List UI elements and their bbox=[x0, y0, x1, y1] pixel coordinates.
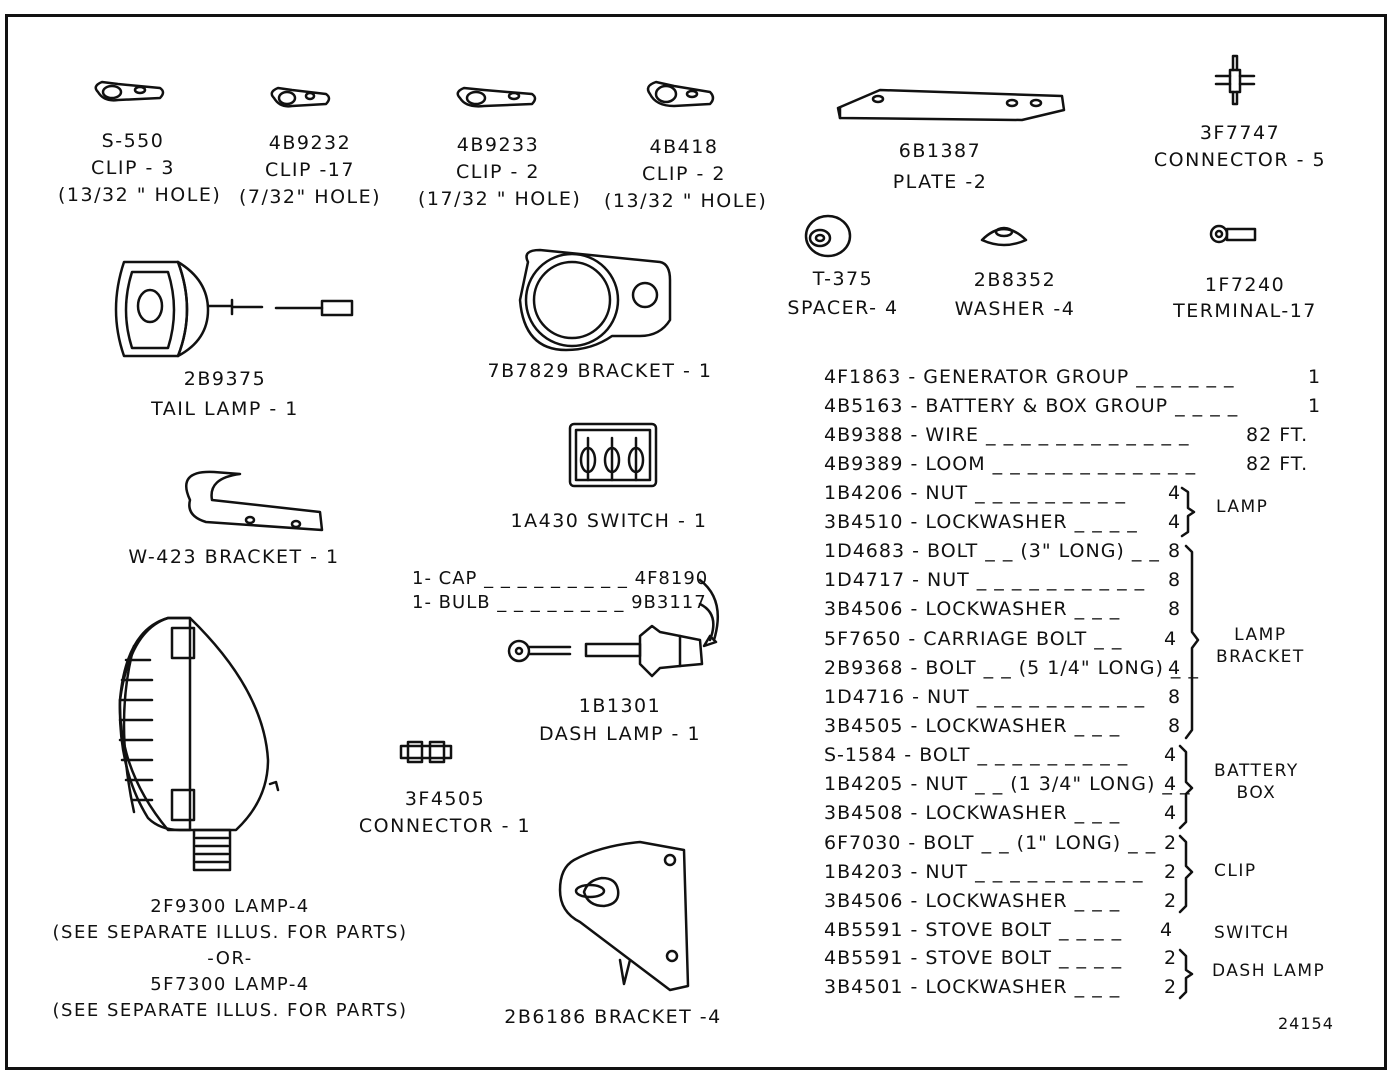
part-number: 6B1387 bbox=[898, 140, 982, 162]
caption-bracket-7b7829: 7B7829 BRACKET - 1 bbox=[470, 358, 730, 385]
caption-tail-lamp: 2B9375 TAIL LAMP - 1 bbox=[120, 364, 330, 424]
caption-headlamp: 2F9300 LAMP-4 (SEE SEPARATE ILLUS. FOR P… bbox=[40, 894, 420, 1024]
part-number: 2B8352 bbox=[973, 269, 1057, 291]
part-number: 1B1301 bbox=[578, 695, 662, 717]
caption-switch: 1A430 SWITCH - 1 bbox=[494, 508, 724, 535]
part-number: 3F7747 bbox=[1199, 122, 1281, 144]
part-name: CONNECTOR - 5 bbox=[1153, 149, 1327, 171]
part-name: TERMINAL-17 bbox=[1173, 300, 1317, 322]
terminal-drawing bbox=[1209, 224, 1257, 244]
part-name: CLIP -17 bbox=[265, 159, 355, 181]
group-label-clip: CLIP bbox=[1214, 861, 1257, 881]
part-number: 2B9375 bbox=[183, 368, 267, 390]
caption-connector-5: 3F7747 CONNECTOR - 5 bbox=[1140, 120, 1340, 174]
part-label: 1A430 SWITCH - 1 bbox=[510, 510, 708, 532]
part-name: SPACER- 4 bbox=[787, 297, 899, 319]
washer-drawing bbox=[980, 226, 1028, 247]
part-number: S-550 bbox=[101, 130, 165, 152]
part-label: 7B7829 BRACKET - 1 bbox=[487, 360, 713, 382]
caption-dash-lamp: 1B1301 DASH LAMP - 1 bbox=[520, 692, 720, 748]
spacer-drawing bbox=[804, 214, 852, 258]
part-name: CLIP - 3 bbox=[91, 157, 175, 179]
lamp-line-1: 2F9300 LAMP-4 bbox=[150, 896, 310, 917]
bracket-2b6186-drawing bbox=[558, 840, 690, 992]
lamp-line-2: (SEE SEPARATE ILLUS. FOR PARTS) bbox=[52, 922, 408, 943]
clip-4b418-drawing bbox=[646, 80, 715, 108]
group-label-lamp: LAMP bbox=[1216, 497, 1269, 517]
plate-drawing bbox=[836, 88, 1066, 122]
part-label: W-423 BRACKET - 1 bbox=[128, 546, 340, 568]
caption-4b418: 4B418 CLIP - 2 (13/32 " HOLE) bbox=[604, 134, 768, 215]
part-note: (13/32 " HOLE) bbox=[604, 190, 768, 212]
clip-4b9232-drawing bbox=[270, 86, 331, 108]
dash-lamp-drawing bbox=[507, 578, 720, 678]
group-label-battery-box: BATTERY BOX bbox=[1214, 761, 1299, 803]
diagram-border bbox=[5, 14, 1387, 1070]
lamp-line-3: -OR- bbox=[207, 948, 253, 969]
part-name: TAIL LAMP - 1 bbox=[151, 398, 299, 420]
bracket-7b7829-drawing bbox=[518, 248, 672, 352]
group-label-lamp-bracket: LAMP BRACKET bbox=[1216, 625, 1305, 667]
part-number: 4B9232 bbox=[268, 132, 352, 154]
part-name: CLIP - 2 bbox=[456, 161, 540, 183]
group-braces bbox=[1178, 486, 1200, 1000]
part-name: DASH LAMP - 1 bbox=[538, 723, 702, 745]
dash-lamp-bulb-label: 1- BULB _ _ _ _ _ _ _ _ 9B3117 bbox=[412, 592, 707, 613]
caption-terminal: 1F7240 TERMINAL-17 bbox=[1150, 272, 1340, 324]
lamp-line-4: 5F7300 LAMP-4 bbox=[150, 974, 310, 995]
caption-bracket-w423: W-423 BRACKET - 1 bbox=[104, 544, 364, 571]
part-note: (13/32 " HOLE) bbox=[58, 184, 222, 206]
part-number: 1F7240 bbox=[1204, 274, 1286, 296]
caption-connector-1: 3F4505 CONNECTOR - 1 bbox=[352, 786, 538, 840]
part-label: 2B6186 BRACKET -4 bbox=[504, 1006, 722, 1028]
part-name: PLATE -2 bbox=[892, 171, 988, 193]
lamp-line-5: (SEE SEPARATE ILLUS. FOR PARTS) bbox=[52, 1000, 408, 1021]
part-number: 4B9233 bbox=[456, 134, 540, 156]
bracket-w423-drawing bbox=[185, 470, 324, 532]
part-number: 3F4505 bbox=[404, 788, 486, 810]
part-name: CONNECTOR - 1 bbox=[358, 815, 532, 837]
headlamp-drawing bbox=[118, 616, 280, 872]
clip-s550-drawing bbox=[94, 80, 165, 102]
caption-plate: 6B1387 PLATE -2 bbox=[850, 136, 1030, 198]
tail-lamp-drawing bbox=[114, 260, 354, 358]
dash-lamp-cap-label: 1- CAP _ _ _ _ _ _ _ _ _ 4F8190 bbox=[412, 568, 709, 589]
part-number: T-375 bbox=[812, 268, 874, 290]
part-note: (7/32" HOLE) bbox=[238, 186, 382, 208]
caption-4b9233: 4B9233 CLIP - 2 (17/32 " HOLE) bbox=[418, 132, 582, 213]
part-name: WASHER -4 bbox=[954, 298, 1076, 320]
caption-spacer: T-375 SPACER- 4 bbox=[770, 265, 916, 323]
caption-washer: 2B8352 WASHER -4 bbox=[940, 266, 1090, 324]
part-note: (17/32 " HOLE) bbox=[418, 188, 582, 210]
caption-s550: S-550 CLIP - 3 (13/32 " HOLE) bbox=[58, 128, 222, 209]
part-name: CLIP - 2 bbox=[642, 163, 726, 185]
connector-cross-drawing bbox=[1214, 54, 1256, 106]
figure-number: 24154 bbox=[1278, 1014, 1334, 1033]
clip-4b9233-drawing bbox=[456, 86, 537, 108]
group-label-switch: SWITCH bbox=[1214, 923, 1290, 943]
part-number: 4B418 bbox=[649, 136, 719, 158]
switch-drawing bbox=[568, 422, 658, 488]
caption-4b9232: 4B9232 CLIP -17 (7/32" HOLE) bbox=[230, 130, 390, 211]
connector-small-drawing bbox=[399, 740, 453, 764]
caption-bracket-2b6186: 2B6186 BRACKET -4 bbox=[488, 1004, 738, 1031]
group-label-dash-lamp: DASH LAMP bbox=[1212, 961, 1326, 981]
